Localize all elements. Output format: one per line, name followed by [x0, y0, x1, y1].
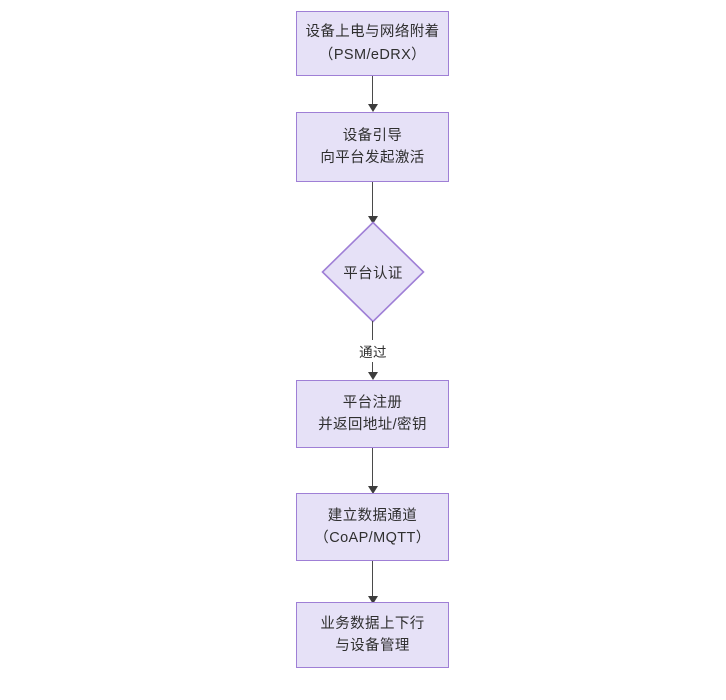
flow-edge-1-arrowhead	[368, 104, 378, 112]
flow-node-line2: （CoAP/MQTT）	[314, 530, 431, 546]
flow-node-device-bootstrap[interactable]: 设备引导 向平台发起激活	[296, 112, 449, 182]
flow-node-line1: 设备上电与网络附着	[305, 24, 440, 41]
flow-edge-5	[372, 561, 374, 600]
flow-edge-3-label: 通过	[356, 340, 390, 362]
flow-edge-3-arrowhead	[368, 372, 378, 380]
flow-node-line2: 与设备管理	[335, 638, 410, 654]
flow-node-line2: （PSM/eDRX）	[318, 46, 427, 63]
flow-edge-1	[372, 76, 374, 107]
flow-node-line1: 建立数据通道	[327, 507, 418, 524]
flow-node-line1: 平台注册	[342, 394, 403, 411]
flow-node-business-data[interactable]: 业务数据上下行 与设备管理	[296, 602, 449, 668]
flow-node-line2: 向平台发起激活	[320, 150, 425, 166]
flow-node-platform-auth[interactable]: 平台认证	[321, 221, 425, 323]
flow-node-platform-register[interactable]: 平台注册 并返回地址/密钥	[296, 380, 449, 448]
flow-node-line1: 业务数据上下行	[320, 615, 425, 632]
flow-node-data-channel[interactable]: 建立数据通道 （CoAP/MQTT）	[296, 493, 449, 561]
flow-edge-4	[372, 448, 374, 490]
flow-node-line1: 设备引导	[342, 127, 403, 144]
flow-edge-2	[372, 182, 374, 220]
flow-edge-5-arrowhead	[368, 596, 378, 604]
flow-edge-4-arrowhead	[368, 486, 378, 494]
flow-node-line2: 并返回地址/密钥	[318, 417, 427, 433]
diamond-shape-icon	[321, 221, 425, 323]
flow-node-device-power-on[interactable]: 设备上电与网络附着 （PSM/eDRX）	[296, 11, 449, 76]
flow-edge-2-arrowhead	[368, 216, 378, 224]
